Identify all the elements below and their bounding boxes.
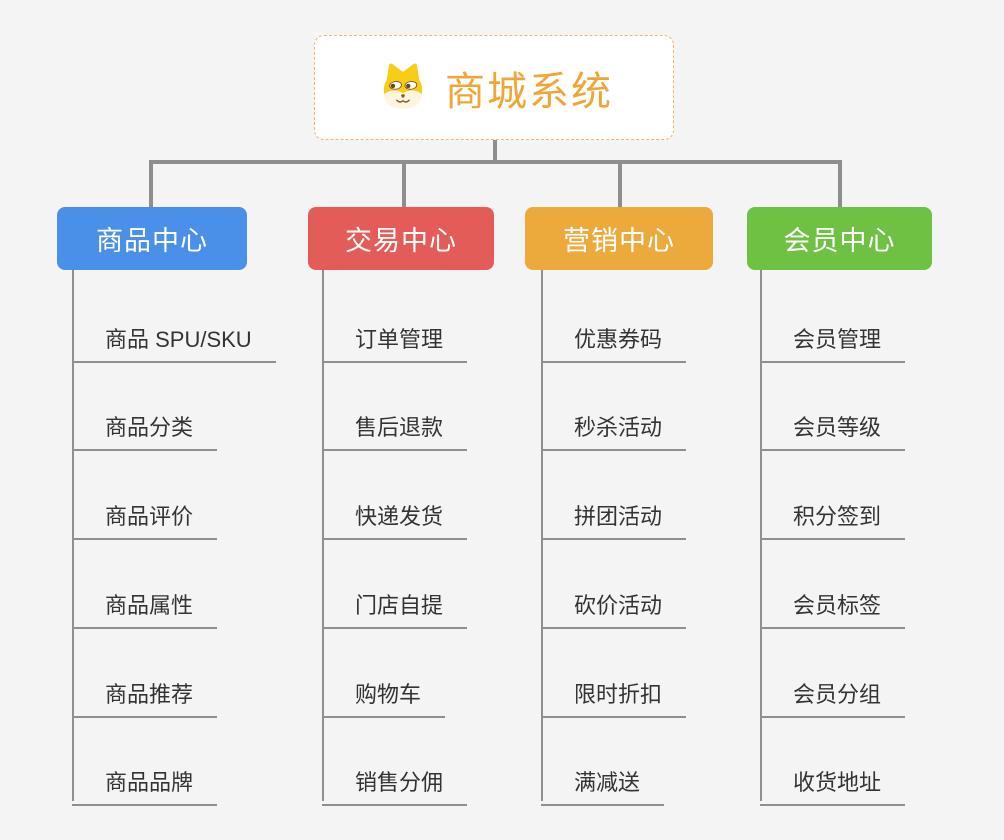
branch-node-product-center[interactable]: 商品中心 bbox=[57, 207, 247, 270]
branch-trunk-line bbox=[322, 270, 324, 801]
leaf-node[interactable]: 秒杀活动 bbox=[541, 400, 687, 451]
branch-label: 交易中心 bbox=[345, 226, 457, 256]
branch-label: 营销中心 bbox=[563, 226, 675, 256]
leaf-node[interactable]: 会员分组 bbox=[760, 667, 906, 718]
branch-drop-line bbox=[402, 160, 406, 208]
leaf-node[interactable]: 会员标签 bbox=[760, 578, 906, 629]
branch-trunk-line bbox=[760, 270, 762, 801]
leaf-node[interactable]: 收货地址 bbox=[760, 755, 906, 806]
leaf-node[interactable]: 限时折扣 bbox=[541, 667, 687, 718]
leaf-node[interactable]: 快递发货 bbox=[322, 489, 468, 540]
leaf-node[interactable]: 商品属性 bbox=[72, 578, 218, 629]
branch-node-marketing-center[interactable]: 营销中心 bbox=[525, 207, 713, 270]
branch-trunk-line bbox=[72, 270, 74, 801]
leaf-node[interactable]: 拼团活动 bbox=[541, 489, 687, 540]
leaf-node[interactable]: 优惠券码 bbox=[541, 312, 687, 363]
branch-drop-line bbox=[618, 160, 622, 208]
leaf-node[interactable]: 会员等级 bbox=[760, 400, 906, 451]
leaf-node[interactable]: 门店自提 bbox=[322, 578, 468, 629]
branch-drop-line bbox=[838, 160, 842, 208]
root-bus-line bbox=[149, 160, 842, 164]
leaf-node[interactable]: 订单管理 bbox=[322, 312, 468, 363]
leaf-node[interactable]: 购物车 bbox=[322, 667, 446, 718]
leaf-node[interactable]: 会员管理 bbox=[760, 312, 906, 363]
leaf-node[interactable]: 售后退款 bbox=[322, 400, 468, 451]
branch-node-trade-center[interactable]: 交易中心 bbox=[308, 207, 494, 270]
leaf-node[interactable]: 满减送 bbox=[541, 755, 665, 806]
branch-label: 会员中心 bbox=[783, 226, 896, 256]
leaf-node[interactable]: 商品分类 bbox=[72, 400, 218, 451]
root-node[interactable]: 商城系统 bbox=[314, 35, 674, 140]
branch-node-member-center[interactable]: 会员中心 bbox=[747, 207, 932, 270]
branch-label: 商品中心 bbox=[96, 226, 208, 256]
branch-trunk-line bbox=[541, 270, 543, 801]
leaf-node[interactable]: 商品 SPU/SKU bbox=[72, 312, 276, 363]
leaf-node[interactable]: 商品品牌 bbox=[72, 755, 218, 806]
dog-face-icon bbox=[375, 60, 431, 116]
root-title: 商城系统 bbox=[445, 69, 613, 114]
leaf-node[interactable]: 商品评价 bbox=[72, 489, 218, 540]
leaf-node[interactable]: 积分签到 bbox=[760, 489, 906, 540]
root-stem-line bbox=[493, 140, 497, 162]
leaf-node[interactable]: 砍价活动 bbox=[541, 578, 687, 629]
leaf-node[interactable]: 商品推荐 bbox=[72, 667, 218, 718]
leaf-node[interactable]: 销售分佣 bbox=[322, 755, 468, 806]
branch-drop-line bbox=[149, 160, 153, 208]
